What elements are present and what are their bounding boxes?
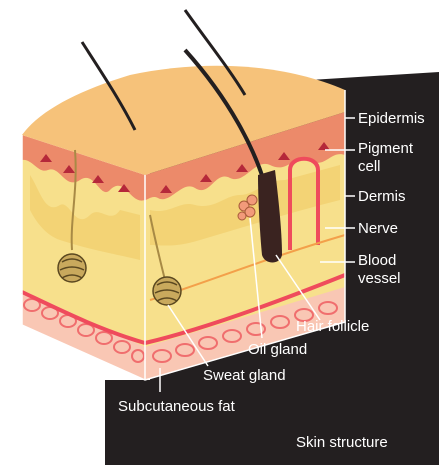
label-pigment-cell-line1: Pigment [358, 140, 414, 157]
sweat-gland-left [58, 254, 86, 282]
label-oil-gland: Oil gland [248, 341, 307, 358]
label-sweat-gland: Sweat gland [203, 367, 286, 384]
label-dermis: Dermis [358, 188, 406, 205]
label-blood-vessel-line1: Blood [358, 252, 396, 269]
label-hair-follicle: Hair follicle [296, 318, 369, 335]
label-epidermis: Epidermis [358, 110, 425, 127]
label-nerve: Nerve [358, 220, 398, 237]
label-blood-vessel-line2: vessel [358, 270, 401, 287]
caption: Skin structure [296, 434, 388, 451]
sweat-gland-right [153, 277, 181, 305]
label-pigment-cell-line2: cell [358, 158, 381, 175]
label-subcutaneous-fat: Subcutaneous fat [118, 398, 236, 415]
